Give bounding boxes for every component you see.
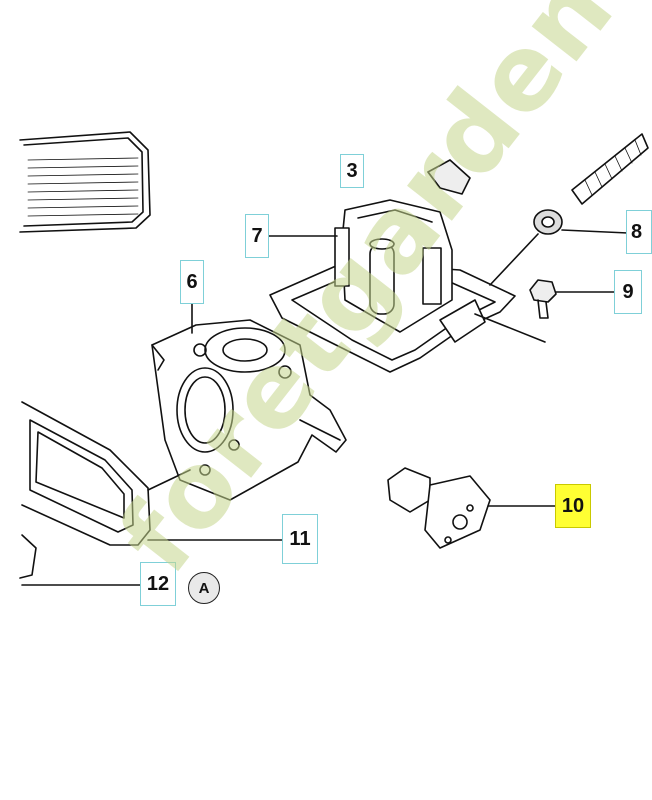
callout-7: 7 — [245, 214, 269, 258]
housing-part — [261, 199, 546, 373]
wedge-part — [427, 159, 471, 195]
callout-12: 12 — [140, 562, 176, 606]
callout-6: 6 — [180, 260, 204, 304]
carburetor-part — [151, 299, 347, 501]
callout-10: 10 — [555, 484, 591, 528]
valve-part — [387, 467, 556, 549]
gasket-part — [21, 401, 283, 546]
screw-part — [529, 279, 616, 319]
air-filter-part — [19, 131, 151, 233]
callout-9: 9 — [614, 270, 642, 314]
callout-3: 3 — [340, 154, 364, 188]
callout-8: 8 — [626, 210, 652, 254]
marker-a: A — [188, 572, 220, 604]
callout-11: 11 — [282, 514, 318, 564]
bracket-part — [19, 534, 143, 586]
bolt-and-washer-part — [533, 133, 649, 235]
